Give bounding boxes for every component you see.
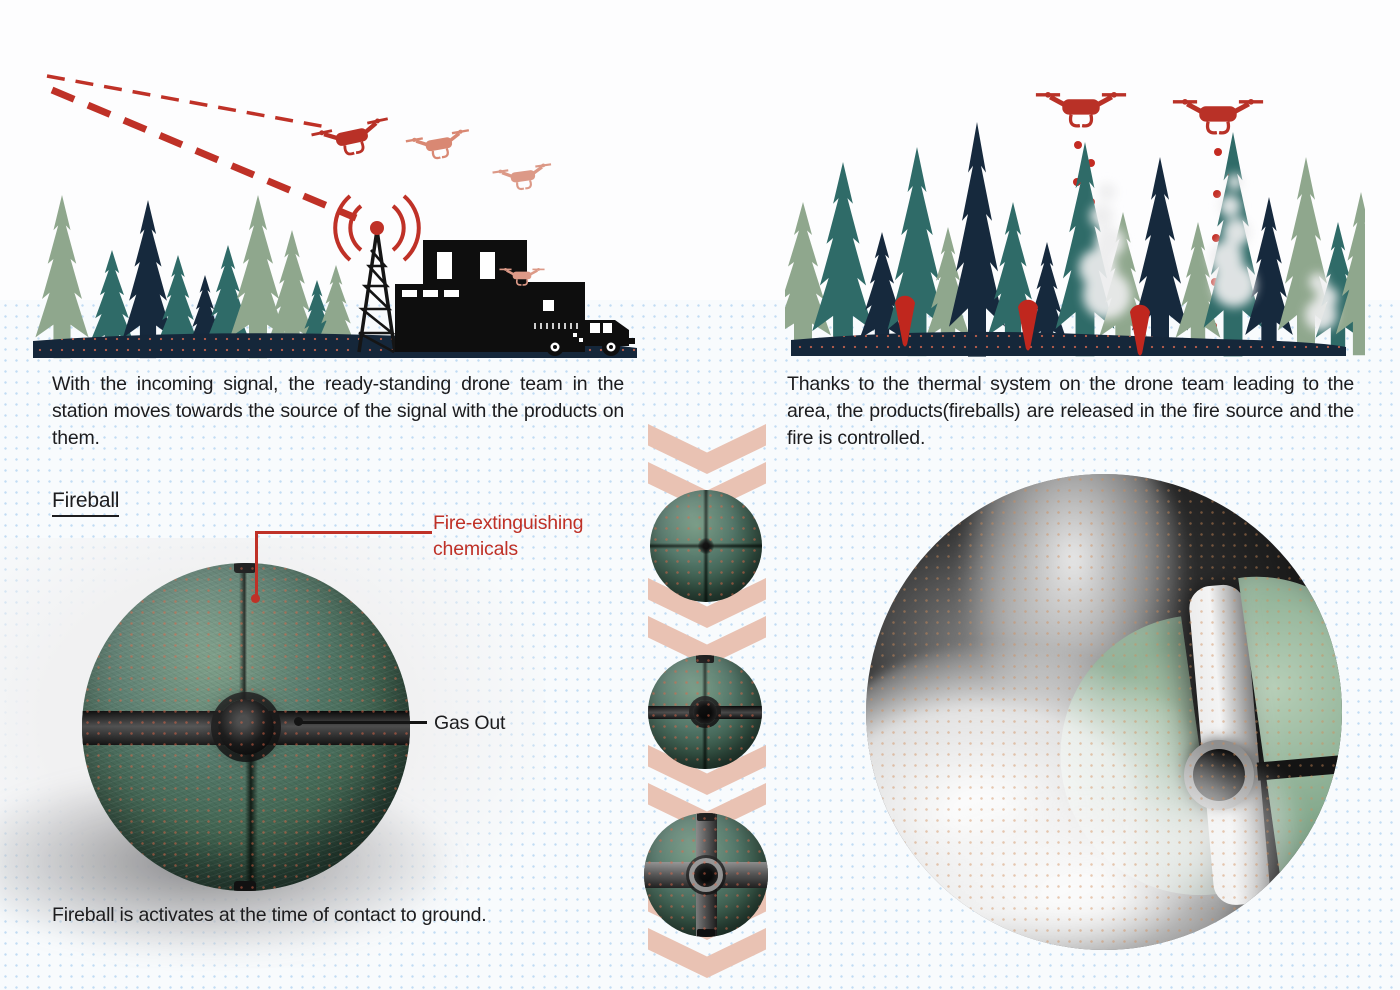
station-scene-illustration xyxy=(33,74,637,359)
activation-photo xyxy=(866,474,1342,950)
fireball-stage-opening xyxy=(648,655,762,769)
fireball-stage-closed xyxy=(650,490,762,602)
drone-icon xyxy=(311,116,393,161)
drone-team-flying xyxy=(311,116,556,195)
chemicals-leader-line xyxy=(256,531,432,534)
gas-out-leader-line xyxy=(299,721,427,724)
highlight xyxy=(644,813,768,937)
fireball-stage-open xyxy=(644,813,768,937)
smoke xyxy=(1114,750,1314,910)
chevron-band xyxy=(648,424,766,474)
gas-out-label: Gas Out xyxy=(434,712,506,734)
drone-icon xyxy=(490,160,556,195)
highlight xyxy=(650,490,762,602)
drone-icon xyxy=(1036,92,1126,126)
smoke-plumes xyxy=(1079,174,1338,331)
release-scene-caption: Thanks to the thermal system on the dron… xyxy=(787,373,1354,449)
signal-tower-icon xyxy=(333,194,421,354)
chemicals-leader-line xyxy=(255,531,258,598)
highlight xyxy=(82,563,410,891)
chemicals-leader-dot xyxy=(251,594,260,603)
fireball-marker-icon xyxy=(895,295,1150,356)
tree-row xyxy=(785,122,1365,357)
drone-icon xyxy=(403,126,475,165)
ground-strip xyxy=(791,331,1346,356)
gas-out-leader-dot xyxy=(294,717,303,726)
signal-dashes-icon xyxy=(46,74,358,222)
fire-truck-icon xyxy=(527,320,635,356)
activation-caption: Fireball is activates at the time of con… xyxy=(52,904,487,926)
drone-icon xyxy=(1173,99,1263,133)
chemicals-label: Fire-extinguishing chemicals xyxy=(433,512,584,560)
station-scene-caption: With the incoming signal, the ready-stan… xyxy=(52,373,624,449)
fireball-heading: Fireball xyxy=(52,489,119,517)
release-scene-illustration xyxy=(785,90,1365,357)
highlight xyxy=(648,655,762,769)
fireball-product-photo xyxy=(82,563,410,891)
